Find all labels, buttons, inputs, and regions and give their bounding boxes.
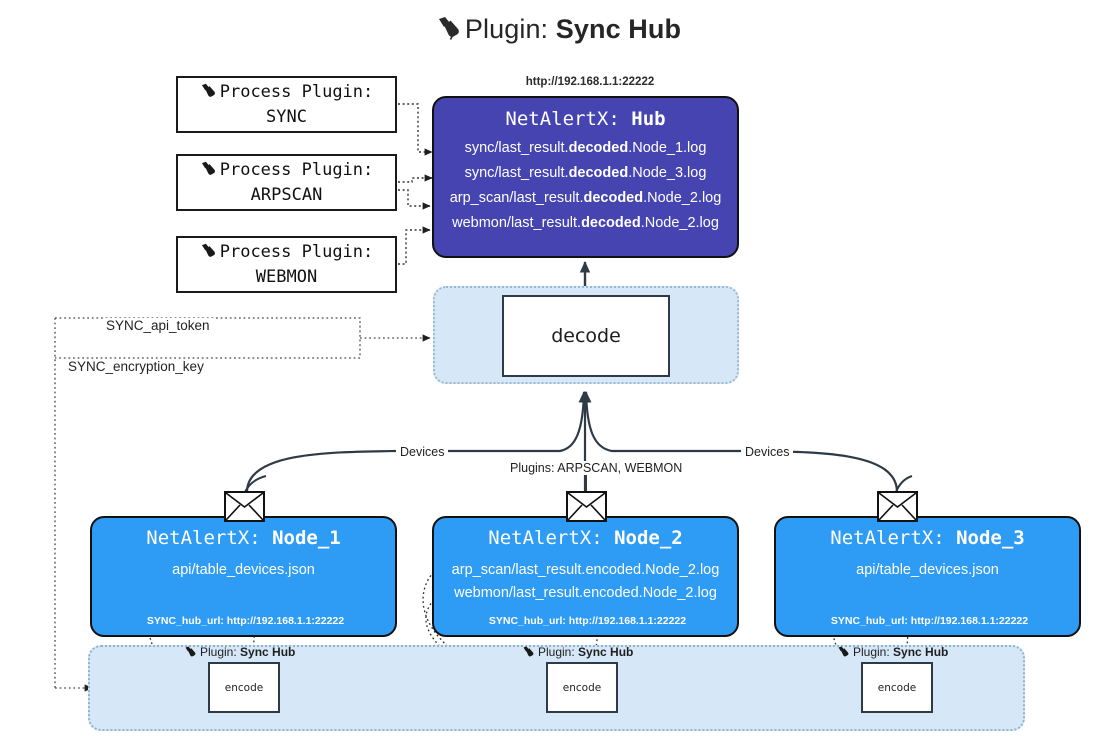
plug-icon (522, 646, 535, 661)
envelope-icon (566, 491, 607, 522)
node-resource-line: webmon/last_result.encoded.Node_2.log (454, 585, 717, 602)
edge-label-plugins: Plugins: ARPSCAN, WEBMON (506, 461, 687, 475)
page-title-name: Sync Hub (555, 14, 682, 44)
hub-log-pre: sync/last_result. (464, 164, 569, 181)
encoder-tag-prefix: Plugin: (200, 645, 241, 659)
process-plugin-name: ARPSCAN (250, 184, 323, 205)
node-lines: arp_scan/last_result.encoded.Node_2.log … (434, 559, 737, 606)
node-title: NetAlertX: Node_1 (92, 527, 395, 549)
node-box-node-1[interactable]: NetAlertX: Node_1 api/table_devices.json… (90, 516, 397, 637)
node-title-prefix: NetAlertX: (488, 527, 615, 549)
hub-log-mid: decoded (568, 140, 629, 156)
encoder-tag-prefix: Plugin: (538, 645, 579, 659)
encode-box[interactable]: encode (861, 662, 933, 713)
node-title: NetAlertX: Node_3 (776, 527, 1079, 549)
envelope-icon (877, 491, 918, 522)
encoder-tag-name: Sync Hub (578, 645, 634, 659)
hub-log-mid: decoded (583, 189, 644, 206)
node-lines: api/table_devices.json (92, 559, 395, 582)
hub-log-post: .Node_2.log (640, 214, 719, 231)
node-to-decode-edges (245, 391, 899, 493)
decode-box[interactable]: decode (502, 295, 670, 377)
plug-icon (200, 83, 217, 105)
process-plugin-arpscan[interactable]: Process Plugin: ARPSCAN (176, 154, 397, 211)
hub-log-line: sync/last_result.decoded.Node_1.log (434, 136, 737, 161)
plug-icon (200, 243, 217, 265)
encode-box[interactable]: encode (546, 662, 618, 713)
process-plugin-name: WEBMON (255, 266, 318, 287)
hub-node-box[interactable]: NetAlertX: Hub sync/last_result.decoded.… (432, 96, 739, 258)
hub-title: NetAlertX: Hub (434, 108, 737, 130)
node-resource-line: api/table_devices.json (172, 562, 315, 578)
hub-log-mid: decoded (568, 164, 629, 181)
hub-log-post: .Node_3.log (628, 164, 707, 181)
node-resource-line: arp_scan/last_result.encoded.Node_2.log (451, 562, 720, 578)
node-hub-url: SYNC_hub_url: http://192.168.1.1:22222 (146, 615, 345, 627)
node-box-node-2[interactable]: NetAlertX: Node_2 arp_scan/last_result.e… (432, 516, 739, 637)
plug-icon (184, 646, 197, 661)
hub-log-post: .Node_2.log (643, 189, 722, 206)
node-resource-line: api/table_devices.json (856, 562, 999, 578)
envelope-icon (224, 491, 265, 522)
node-title-prefix: NetAlertX: (830, 527, 957, 549)
page-title: Plugin: Sync Hub (0, 14, 1117, 47)
page-title-prefix: Plugin: (464, 14, 556, 44)
node-title-name: Node_3 (956, 527, 1025, 549)
encoder-tag-prefix: Plugin: (853, 645, 894, 659)
process-plugin-links (398, 103, 433, 265)
node-lines: api/table_devices.json (776, 559, 1079, 582)
node-title-name: Node_1 (272, 527, 341, 549)
plug-icon (200, 161, 217, 183)
hub-title-name: Hub (631, 108, 666, 130)
encode-box[interactable]: encode (208, 662, 280, 713)
process-plugin-label: Process Plugin: (219, 82, 374, 103)
encoder-tag-name: Sync Hub (893, 645, 949, 659)
hub-log-pre: arp_scan/last_result. (449, 189, 584, 206)
node-hub-url: SYNC_hub_url: http://192.168.1.1:22222 (488, 615, 687, 627)
hub-log-post: .Node_1.log (628, 140, 707, 156)
hub-log-line: webmon/last_result.decoded.Node_2.log (434, 211, 737, 236)
node-box-node-3[interactable]: NetAlertX: Node_3 api/table_devices.json… (774, 516, 1081, 637)
edge-label-devices-right: Devices (741, 445, 794, 459)
envelope-stems (244, 474, 913, 493)
plug-icon (837, 646, 850, 661)
hub-log-mid: decoded (581, 214, 641, 231)
node-hub-url: SYNC_hub_url: http://192.168.1.1:22222 (830, 615, 1029, 627)
secret-label-encryption-key: SYNC_encryption_key (65, 359, 207, 374)
hub-log-line: arp_scan/last_result.decoded.Node_2.log (434, 186, 737, 211)
secret-label-api-token: SYNC_api_token (103, 318, 213, 333)
process-plugin-sync[interactable]: Process Plugin: SYNC (176, 76, 397, 133)
hub-log-pre: sync/last_result. (464, 140, 569, 156)
hub-log-line: sync/last_result.decoded.Node_3.log (434, 161, 737, 186)
process-plugin-webmon[interactable]: Process Plugin: WEBMON (176, 236, 397, 293)
hub-log-pre: webmon/last_result. (452, 214, 582, 231)
hub-title-prefix: NetAlertX: (505, 108, 632, 130)
plug-icon (436, 16, 462, 47)
process-plugin-label: Process Plugin: (219, 242, 374, 263)
hub-url-label: http://192.168.1.1:22222 (525, 76, 655, 88)
encoder-plugin-tag: Plugin: Sync Hub (184, 645, 295, 661)
encoder-plugin-tag: Plugin: Sync Hub (522, 645, 633, 661)
node-title-prefix: NetAlertX: (146, 527, 273, 549)
encoder-plugin-tag: Plugin: Sync Hub (837, 645, 948, 661)
encoder-tag-name: Sync Hub (240, 645, 296, 659)
process-plugin-name: SYNC (266, 106, 307, 127)
edge-label-devices-left: Devices (396, 445, 449, 459)
node-title: NetAlertX: Node_2 (434, 527, 737, 549)
process-plugin-label: Process Plugin: (219, 160, 374, 181)
node-title-name: Node_2 (614, 527, 683, 549)
